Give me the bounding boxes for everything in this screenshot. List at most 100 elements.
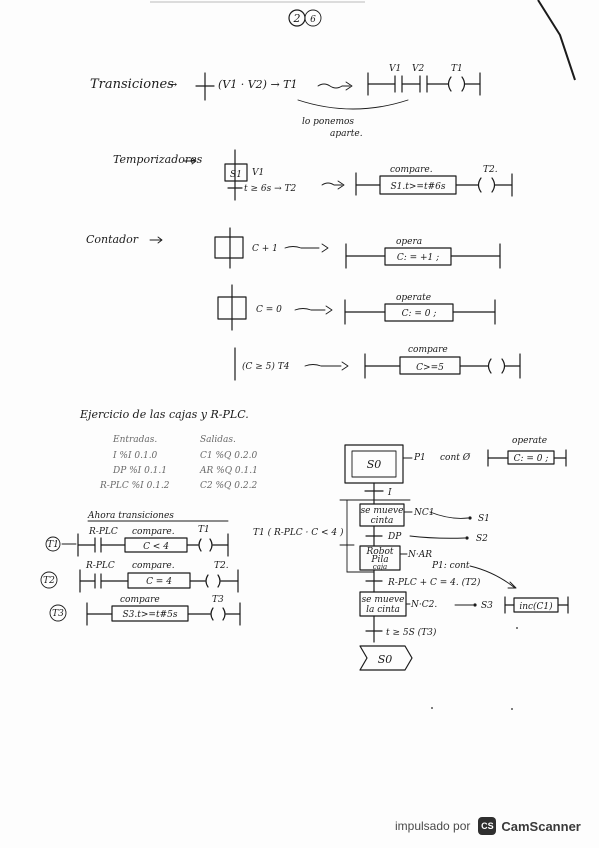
step-s2-line2: Pila (370, 555, 388, 565)
rung-t2-block: C = 4 (146, 577, 172, 587)
camscanner-watermark: impulsado por CS CamScanner (395, 815, 581, 837)
powered-by-text: impulsado por (395, 819, 471, 833)
step0-operate-label: operate (512, 436, 547, 446)
entrada-2: DP %I 0.1.1 (112, 466, 167, 476)
step-s2-line3: caja (373, 563, 387, 571)
step-s3-block: inc(C1) (519, 601, 553, 612)
timer-transition: t ≥ 6s → T2 (244, 184, 296, 194)
contact-label-v2: V2 (412, 64, 424, 74)
step-s3-line1: se mueve (362, 595, 405, 605)
counter-step2-action: C = 0 (256, 305, 282, 315)
rung-t3-block: S3.t>=t#5s (123, 610, 178, 620)
step-s1: S1 (230, 170, 242, 180)
brace-curve (297, 99, 409, 110)
transition-dp: DP (387, 532, 402, 542)
rung-t1-block: C < 4 (143, 542, 169, 552)
counter-step1-action: C + 1 (252, 244, 278, 254)
contador-section: Contador C + 1 C: = +1 ; opera C = 0 C: … (86, 227, 521, 381)
brace-note-line2: aparte. (330, 129, 363, 139)
cs-badge-icon: CS (478, 817, 497, 835)
salida-1: C1 %Q 0.2.0 (200, 451, 257, 461)
step-s1-box (359, 503, 405, 527)
salidas-title: Salidas. (200, 435, 236, 445)
initial-step-label: S0 (367, 458, 382, 471)
salida-3: C2 %Q 0.2.2 (200, 481, 257, 491)
page-mark: 6 (310, 15, 316, 25)
speck (431, 707, 433, 709)
camscanner-brand: CamScanner (501, 818, 581, 834)
ahora-title: Ahora transiciones (87, 511, 174, 521)
page-edge-shadow (537, 0, 576, 81)
entradas-title: Entradas. (112, 435, 157, 445)
camscanner-logo: CS CamScanner (478, 817, 581, 835)
transition-condition: (V1 · V2) → T1 (218, 78, 298, 91)
ejercicio-heading: Ejercicio de las cajas y R-PLC. (79, 408, 249, 421)
rung-t2-coil: T2. (214, 561, 229, 571)
rung-t3-tag: T3 (52, 609, 64, 619)
step0-operate-text: C: = 0 ; (514, 454, 549, 464)
step-s1-output: S1 (478, 514, 490, 524)
counter-op2-label: operate (396, 293, 431, 303)
contact-label-v1: V1 (389, 64, 401, 74)
counter-compare-text: C>=5 (416, 363, 444, 373)
jump-to-s0 (359, 645, 413, 671)
timer-coil-t2: T2. (483, 165, 498, 175)
rung-t1-label: compare. (132, 527, 175, 537)
rung-t1: T1 R-PLC C < 4 compare. T1 (45, 525, 229, 557)
step-s1-line1: se mueve (361, 506, 404, 516)
side-condition: T1 ( R-PLC · C < 4 ) (253, 527, 344, 538)
rung-t1-contact: R-PLC (88, 527, 118, 537)
coil-label-t1: T1 (451, 64, 463, 74)
contador-heading: Contador (86, 233, 139, 246)
step-s1-action: NC1 (413, 508, 435, 518)
rung-t2-label: compare. (132, 561, 175, 571)
step-s2-action: N·AR (407, 550, 432, 560)
temporizadores-section: Temporizadores S1 V1 t ≥ 6s → T2 S1.t>=t… (113, 149, 513, 201)
counter-compare-label: compare (408, 345, 448, 355)
transition-i: I (387, 488, 392, 498)
transiciones-section: Transiciones → (V1 · V2) → T1 V1 V2 T1 l… (90, 64, 481, 139)
step0-note: cont Ø (440, 452, 471, 463)
brace-note-line1: lo ponemos (302, 117, 354, 127)
step-s3-output: S3 (481, 601, 493, 611)
rung-t1-tag: T1 (47, 540, 59, 550)
page-number: 2 6 (288, 9, 322, 27)
step-s3-action: N·C2. (410, 600, 437, 610)
rung-t2: T2 R-PLC C = 4 compare. T2. (40, 561, 239, 593)
salida-2: AR %Q 0.1.1 (199, 466, 258, 476)
page-number-value: 2 (293, 12, 301, 25)
grafcet-diagram: S0 P1 cont Ø C: = 0 ; operate I se mueve… (253, 436, 569, 671)
step-s1-action: V1 (252, 168, 264, 178)
heading-arrow: → (168, 78, 177, 91)
initial-step-inner (351, 450, 397, 478)
rung-t2-contact: R-PLC (85, 561, 115, 571)
entrada-1: I %I 0.1.0 (112, 451, 158, 461)
counter-transition: (C ≥ 5) T4 (242, 361, 290, 372)
step0-action: P1 (413, 453, 426, 463)
jump-target-label: S0 (378, 653, 393, 666)
rung-t3-coil: T3 (212, 595, 224, 605)
transition-rung: V1 V2 T1 (367, 64, 481, 96)
entrada-3: R-PLC %I 0.1.2 (99, 481, 170, 491)
transition-t3: t ≥ 5S (T3) (386, 627, 437, 638)
counter-op1-text: C: = +1 ; (397, 253, 439, 263)
rung-t3-label: compare (120, 595, 160, 605)
step-s2-box (359, 545, 401, 571)
ejercicio-section: Ejercicio de las cajas y R-PLC. Entradas… (40, 408, 258, 626)
counter-op1-label: opera (396, 237, 422, 247)
transition-t2: R-PLC + C = 4. (T2) (387, 577, 481, 588)
transiciones-heading: Transiciones (90, 77, 174, 92)
temporizadores-heading: Temporizadores (113, 153, 203, 166)
rung-t2-tag: T2 (43, 576, 55, 586)
counter-op2-text: C: = 0 ; (402, 309, 437, 319)
rung-t1-coil: T1 (198, 525, 210, 535)
step-s2-output: S2 (476, 534, 488, 544)
rung-t3: T3 S3.t>=t#5s compare T3 (49, 595, 241, 626)
timer-compare-text: S1.t>=t#6s (391, 182, 446, 192)
timer-compare-label: compare. (390, 165, 433, 175)
step-s2-line1: Robot (366, 547, 394, 557)
speck (516, 627, 518, 629)
step-s3-line2: la cinta (366, 605, 400, 615)
